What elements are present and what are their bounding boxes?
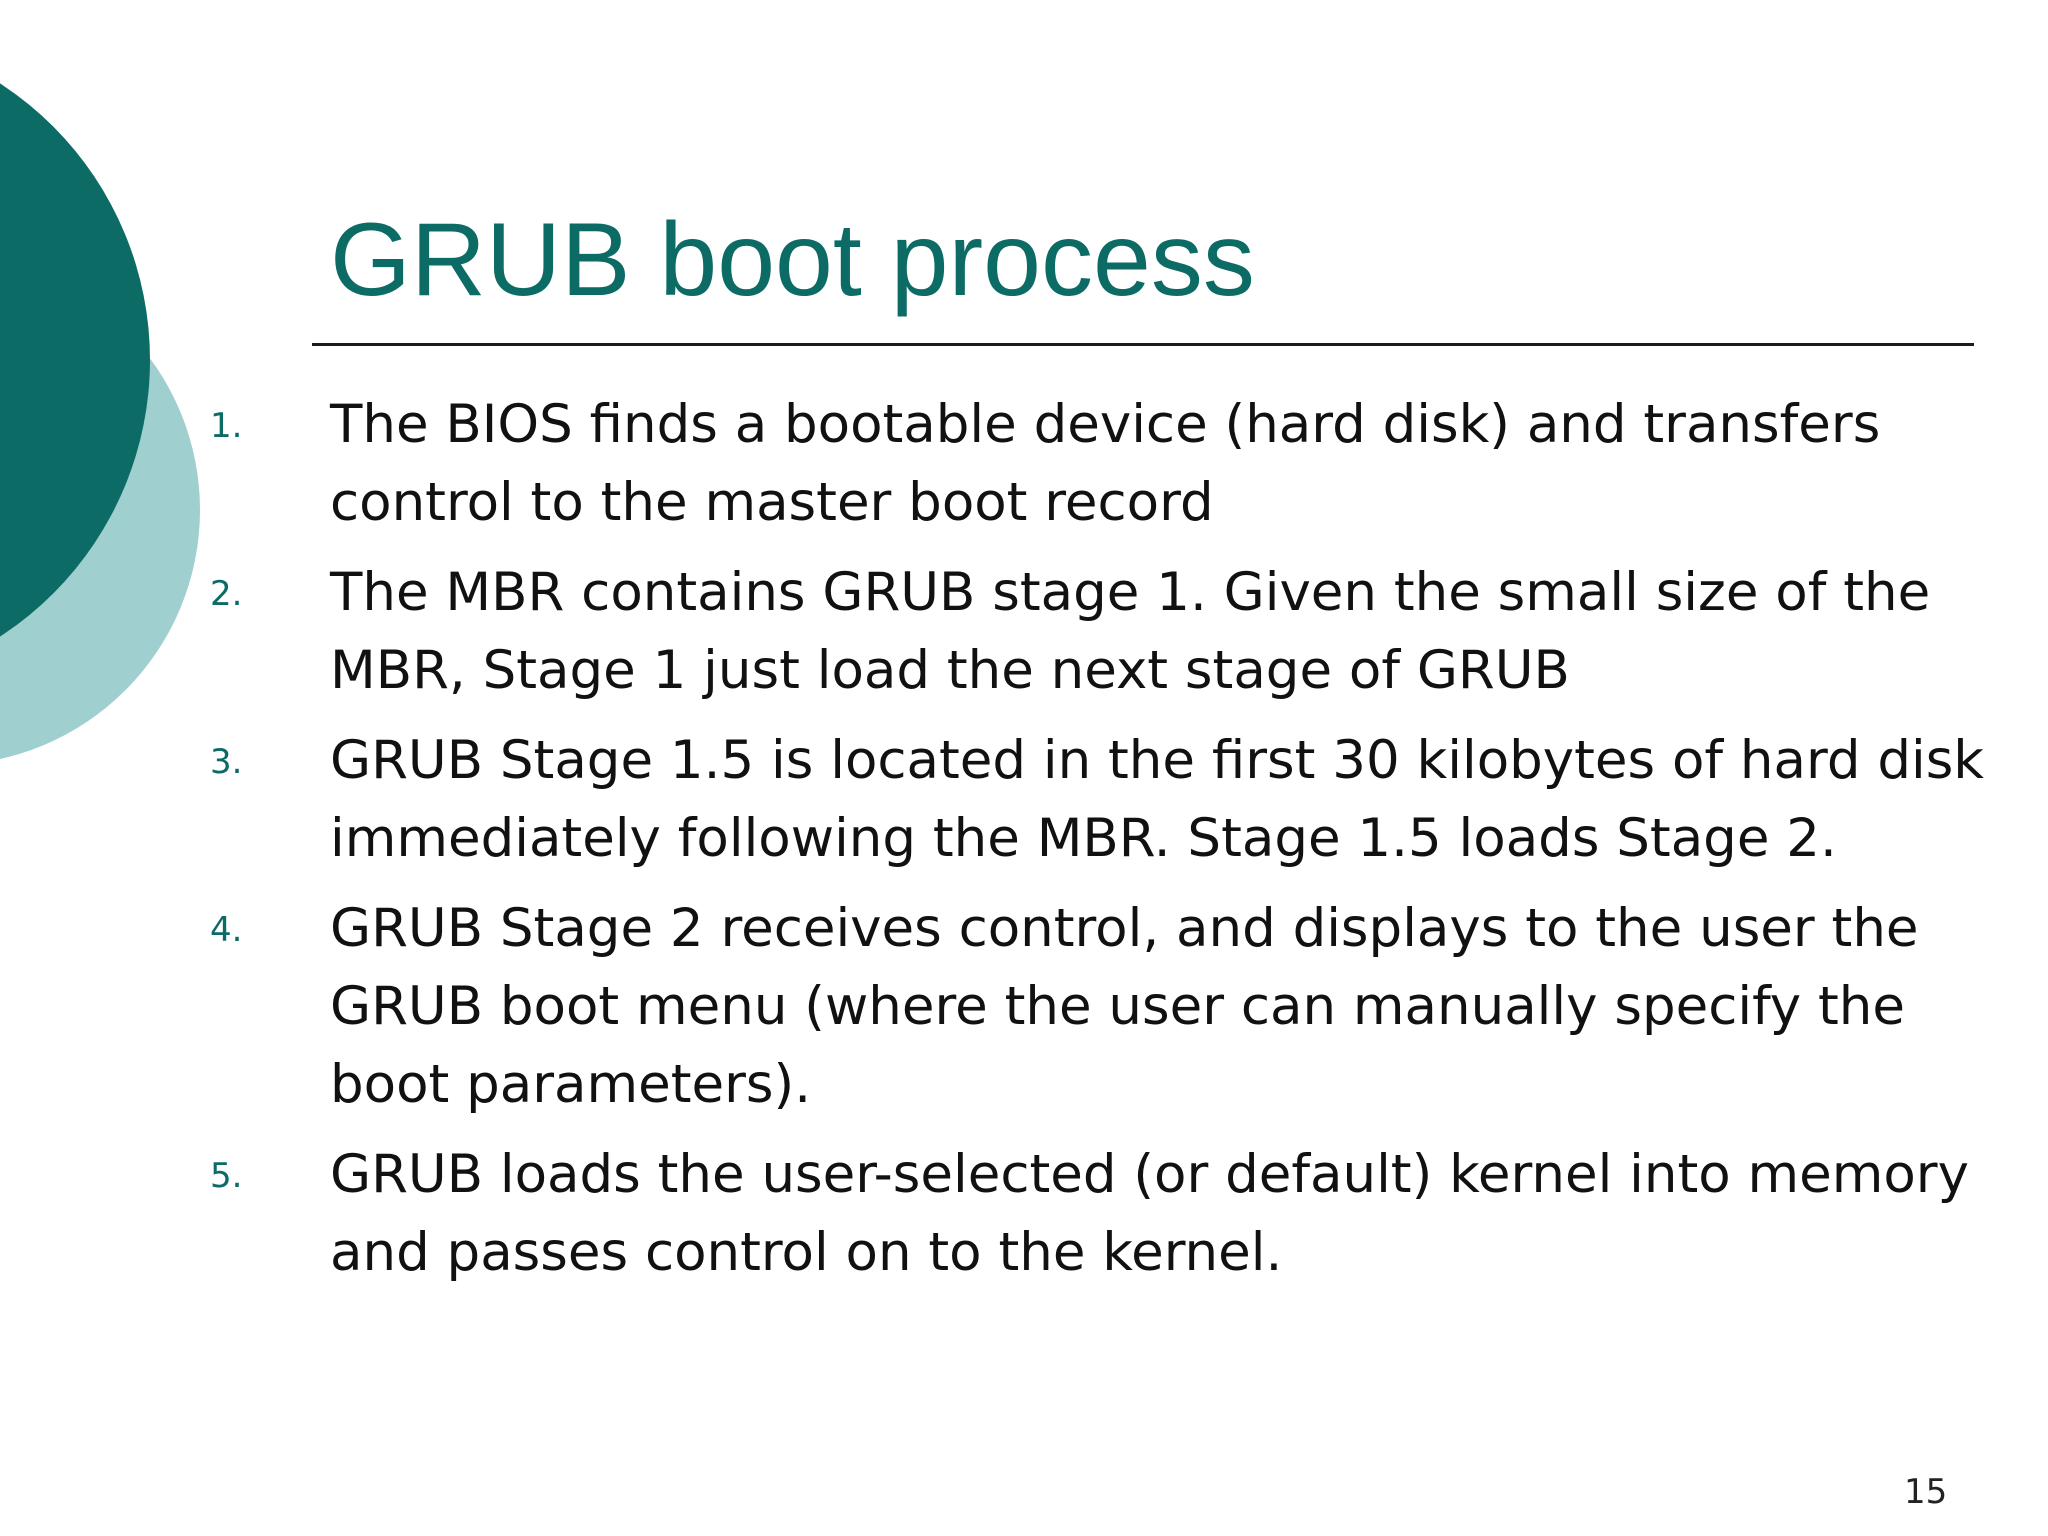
decorative-circles: [0, 83, 200, 759]
list-item: 1. The BIOS finds a bootable device (har…: [210, 386, 2000, 542]
list-item-text: GRUB Stage 1.5 is located in the first 3…: [330, 730, 1984, 869]
title-divider: [312, 343, 1974, 346]
list-item-number: 4.: [210, 910, 243, 950]
numbered-list: 1. The BIOS finds a bootable device (har…: [210, 386, 2000, 1304]
slide-title: GRUB boot process: [330, 202, 1255, 318]
dark-teal-circle: [0, 83, 150, 637]
list-item: 5. GRUB loads the user-selected (or defa…: [210, 1136, 2000, 1292]
list-item: 2. The MBR contains GRUB stage 1. Given …: [210, 554, 2000, 710]
list-item: 4. GRUB Stage 2 receives control, and di…: [210, 890, 2000, 1124]
page-number: 15: [1904, 1472, 1948, 1512]
list-item: 3. GRUB Stage 1.5 is located in the firs…: [210, 722, 2000, 878]
list-item-number: 1.: [210, 406, 243, 446]
list-item-number: 5.: [210, 1156, 243, 1196]
list-item-number: 3.: [210, 742, 243, 782]
list-item-number: 2.: [210, 574, 243, 614]
list-item-text: GRUB Stage 2 receives control, and displ…: [330, 898, 1919, 1115]
list-item-text: The MBR contains GRUB stage 1. Given the…: [330, 562, 1931, 701]
list-item-text: GRUB loads the user-selected (or default…: [330, 1144, 1969, 1283]
list-item-text: The BIOS finds a bootable device (hard d…: [330, 394, 1881, 533]
